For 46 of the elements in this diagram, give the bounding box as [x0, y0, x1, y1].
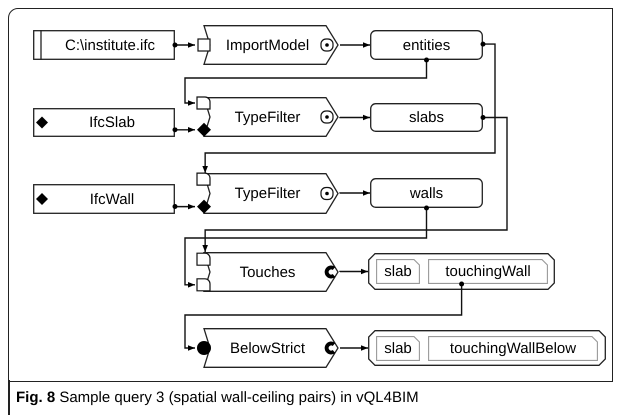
result-tuple-node	[368, 253, 555, 290]
function-node	[195, 173, 340, 214]
node-label: TypeFilter	[234, 186, 300, 201]
type-node	[33, 108, 175, 137]
function-node	[195, 97, 340, 137]
result-tuple-node	[368, 330, 606, 366]
arrow	[172, 127, 195, 133]
file-node	[33, 30, 175, 60]
node-label: touchingWall	[445, 264, 531, 279]
attribute-tab	[376, 336, 420, 361]
node-label: slab	[384, 264, 412, 279]
attribute-tab	[428, 259, 548, 284]
figure-caption: Fig. 8 Sample query 3 (spatial wall-ceiling pairs) in vQL4BIM	[16, 390, 419, 405]
node-label: C:\institute.ifc	[64, 38, 156, 52]
node-label: BelowStrict	[230, 340, 306, 356]
function-node	[195, 328, 340, 368]
arrow	[339, 345, 368, 351]
node-label: entities	[402, 38, 450, 52]
node-label: touchingWallBelow	[450, 341, 576, 356]
arrow	[339, 190, 370, 196]
arrow	[202, 42, 496, 173]
node-label: slabs	[408, 110, 444, 125]
arrow	[339, 114, 370, 120]
node-label: IfcSlab	[89, 115, 135, 130]
arrow	[184, 206, 429, 288]
node-label: slab	[384, 341, 412, 356]
arrow	[339, 42, 370, 48]
arrow	[172, 204, 195, 210]
variable-node	[370, 30, 483, 60]
arrow	[202, 115, 508, 252]
attribute-tab	[376, 259, 420, 284]
function-node	[195, 25, 340, 65]
node-label: Touches	[240, 264, 296, 280]
type-node	[33, 184, 175, 214]
arrow	[184, 58, 429, 106]
node-label: TypeFilter	[234, 110, 300, 124]
node-label: IfcWall	[90, 192, 134, 206]
arrow	[184, 282, 464, 351]
variable-node	[370, 178, 483, 208]
node-label: walls	[410, 186, 444, 200]
attribute-tab	[428, 336, 598, 361]
function-node	[195, 252, 340, 292]
arrow	[172, 42, 195, 48]
arrow	[339, 268, 368, 274]
node-label: ImportModel	[226, 38, 310, 52]
variable-node	[370, 103, 483, 132]
